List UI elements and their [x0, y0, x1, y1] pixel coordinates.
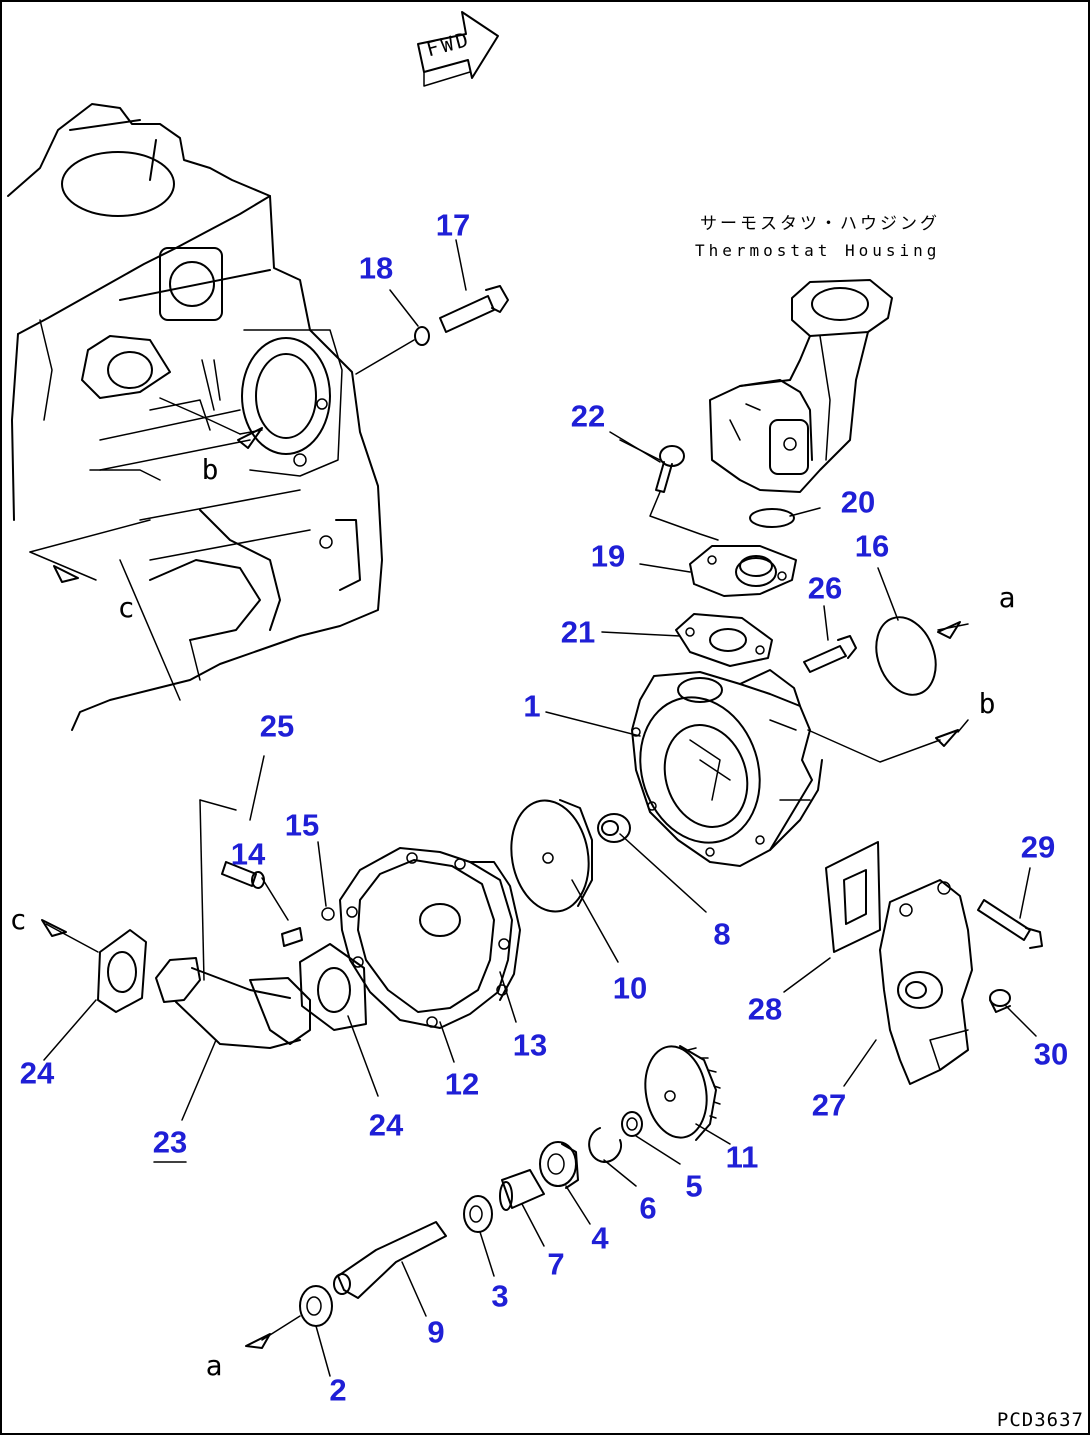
bolt-17-drawing [355, 285, 509, 375]
callout-23[interactable]: 23 [152, 1124, 188, 1160]
pipe-23-drawing [155, 799, 311, 1049]
callout-26[interactable]: 26 [807, 570, 843, 606]
callout-7[interactable]: 7 [547, 1246, 565, 1282]
callout-28[interactable]: 28 [747, 991, 783, 1027]
bearing-4-drawing [539, 1141, 579, 1189]
ref-c-engine: c [117, 591, 135, 624]
pump-body-1-drawing [631, 669, 969, 867]
callout-5[interactable]: 5 [685, 1168, 703, 1204]
callout-14[interactable]: 14 [230, 836, 266, 872]
bolt-14-drawing [281, 907, 335, 947]
drawing-code: PCD3637 [996, 1409, 1084, 1431]
callout-20[interactable]: 20 [840, 484, 876, 520]
cover-19-drawing [689, 545, 797, 597]
spacer-7-drawing [499, 1169, 545, 1211]
gear-11-drawing [644, 1045, 721, 1141]
thermostat-housing-drawing [709, 279, 893, 528]
seal-8-drawing [597, 813, 631, 843]
bolt-29-drawing [977, 899, 1043, 949]
callout-16[interactable]: 16 [854, 528, 890, 564]
arrow-c-left-icon [41, 919, 99, 953]
callout-8[interactable]: 8 [713, 916, 731, 952]
bolt-22-drawing [619, 439, 719, 541]
callout-10[interactable]: 10 [612, 970, 648, 1006]
callout-18[interactable]: 18 [358, 250, 394, 286]
callout-15[interactable]: 15 [284, 807, 320, 843]
bolt-26-drawing [803, 635, 857, 673]
fwd-arrow-icon [417, 11, 499, 87]
callout-19[interactable]: 19 [590, 538, 626, 574]
callout-30[interactable]: 30 [1033, 1036, 1069, 1072]
thermostat-housing-label-jp: サーモスタツ・ハウジング [700, 214, 940, 234]
callout-21[interactable]: 21 [560, 614, 596, 650]
callout-13[interactable]: 13 [512, 1027, 548, 1063]
shaft-9-drawing [333, 1221, 447, 1299]
ref-a-upper: a [998, 581, 1016, 614]
callout-22[interactable]: 22 [570, 398, 606, 434]
callout-25[interactable]: 25 [259, 708, 295, 744]
gasket-24-left-drawing [97, 929, 147, 1013]
ref-c-pipe: c [9, 903, 27, 936]
callout-24-left[interactable]: 24 [19, 1055, 55, 1091]
ref-a-lower: a [205, 1349, 223, 1382]
elbow-27-drawing [879, 879, 973, 1085]
gasket-21-drawing [675, 613, 773, 667]
washer-5-drawing [621, 1111, 643, 1137]
callout-11[interactable]: 11 [725, 1139, 759, 1175]
bolt-30-drawing [989, 989, 1011, 1013]
impeller-10-drawing [510, 799, 593, 913]
callout-17[interactable]: 17 [435, 207, 471, 243]
gasket-28-drawing [825, 841, 881, 953]
gasket-24-right-drawing [299, 943, 367, 1031]
snap-ring-6-drawing [588, 1127, 622, 1163]
callout-27[interactable]: 27 [811, 1087, 847, 1123]
callout-4[interactable]: 4 [591, 1220, 609, 1256]
bearing-3-drawing [463, 1195, 493, 1233]
ref-b-engine: b [201, 453, 219, 486]
leader-lines [43, 239, 1037, 1377]
callout-1[interactable]: 1 [523, 688, 541, 724]
o-ring-16-drawing [875, 616, 969, 696]
callout-3[interactable]: 3 [491, 1278, 509, 1314]
callout-6[interactable]: 6 [639, 1190, 657, 1226]
callout-2[interactable]: 2 [329, 1372, 347, 1408]
ref-b-pump: b [978, 687, 996, 720]
engine-block-drawing [7, 103, 383, 731]
callout-9[interactable]: 9 [427, 1314, 445, 1350]
front-cover-12-drawing [339, 847, 521, 1029]
callout-24-right[interactable]: 24 [368, 1107, 404, 1143]
callout-29[interactable]: 29 [1020, 829, 1056, 865]
callout-12[interactable]: 12 [444, 1066, 480, 1102]
thermostat-housing-label-en: Thermostat Housing [695, 241, 941, 260]
